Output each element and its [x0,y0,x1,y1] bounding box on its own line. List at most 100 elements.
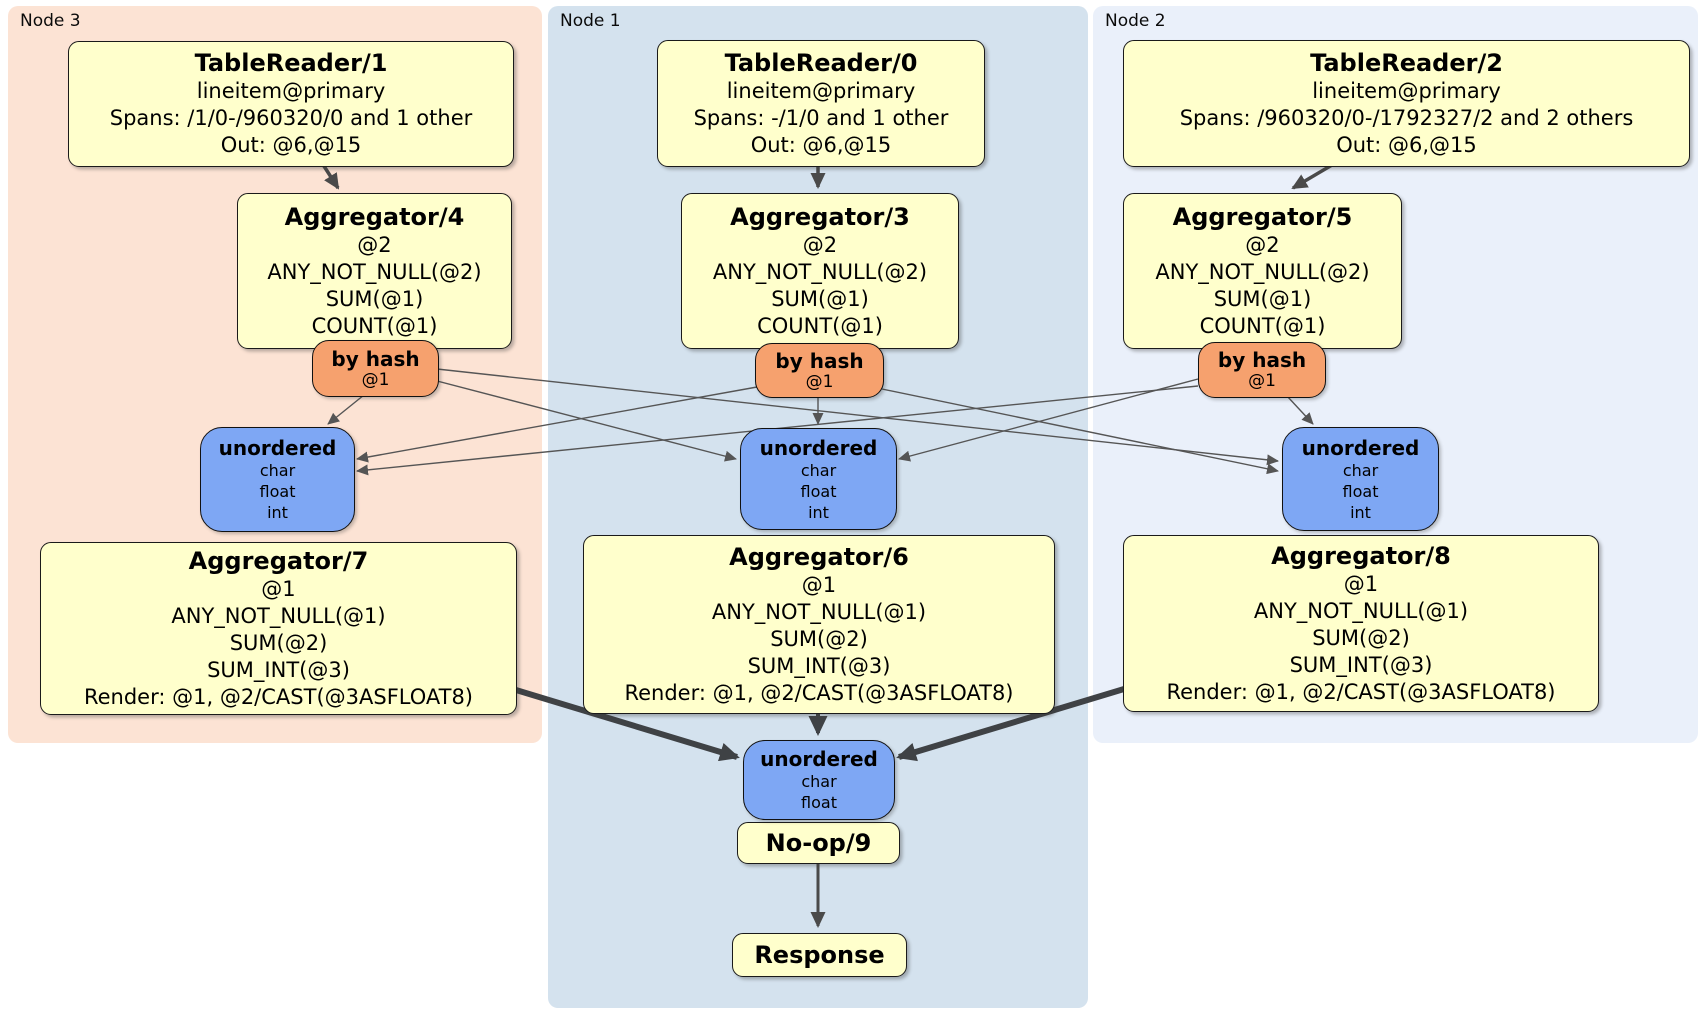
edge-byhash1-unordered2 [881,388,1279,475]
edge-byhash3-unordered3 [327,394,365,425]
detail-line: @1 [261,576,296,601]
detail-line: @1 [801,572,837,597]
router-title: by hash [775,348,864,373]
detail-line: lineitem@primary [726,78,916,103]
detail-line: SUM_INT(@3) [207,657,350,682]
processor-title: TableReader/1 [194,49,388,77]
detail-line: int [1350,502,1371,522]
detail-line: SUM(@2) [1312,625,1410,650]
detail-line: char [801,772,837,791]
processor-title: Aggregator/5 [1172,202,1353,231]
detail-line: char [1342,460,1379,480]
detail-line: @2 [357,232,392,257]
detail-line: Spans: -/1/0 and 1 other [693,105,949,130]
sync-title: unordered [759,435,878,460]
detail-line: float [1342,481,1379,501]
sync-title: unordered [760,747,878,771]
unordered-sync-final: unordered char float [743,740,895,820]
detail-line: COUNT(@1) [311,313,438,338]
detail-line: @1 [805,371,834,392]
router-key: @1 [805,371,834,392]
byhash-router-node2: by hash @1 [1198,342,1326,398]
processor-title: Aggregator/7 [188,546,369,575]
router-title: by hash [331,346,420,371]
detail-line: Render: @1, @2/CAST(@3ASFLOAT8) [624,680,1014,705]
detail-line: float [800,481,837,501]
router-key: @1 [1248,372,1276,391]
sync-title: unordered [1301,435,1420,460]
node2-region-label: Node 2 [1105,11,1166,31]
detail-line: lineitem@primary [1312,78,1501,103]
response-box: Response [732,933,907,977]
detail-line: SUM(@1) [771,286,869,311]
edge-byhash3-unordered2 [436,368,1279,466]
router-title: by hash [1217,348,1307,372]
detail-line: ANY_NOT_NULL(@2) [712,259,928,284]
detail-line: Render: @1, @2/CAST(@3ASFLOAT8) [1166,679,1556,704]
processor-title: No-op/9 [765,829,872,857]
detail-line: Out: @6,@15 [1336,132,1477,157]
detail-line: SUM(@2) [229,630,328,655]
processor-title: Aggregator/6 [729,542,909,571]
detail-line: Spans: /960320/0-/1792327/2 and 2 others [1179,105,1634,130]
processor-title: Response [754,941,885,969]
detail-line: @1 [1343,571,1379,596]
detail-line: COUNT(@1) [757,313,883,338]
detail-line: @2 [1245,232,1280,257]
detail-line: @2 [802,232,838,257]
processor-title: TableReader/2 [1310,48,1503,77]
edge-tablereader1-aggregator4 [320,162,340,190]
edge-tablereader2-aggregator5 [1291,163,1333,190]
processor-title: Aggregator/4 [284,202,465,231]
edge-byhash2-unordered2 [1286,395,1314,425]
router-key: @1 [362,370,390,390]
edge-byhash2-unordered1 [898,378,1199,462]
byhash-router-node1: by hash @1 [755,343,884,398]
detail-line: char [800,460,837,480]
detail-line: int [808,502,829,522]
detail-line: int [267,503,288,522]
detail-line: Out: @6,@15 [750,132,892,157]
detail-line: Spans: /1/0-/960320/0 and 1 other [109,106,473,130]
detail-line: ANY_NOT_NULL(@1) [171,603,386,628]
node1-region-label: Node 1 [560,11,621,31]
edge-byhash3-unordered1 [436,380,737,462]
detail-line: ANY_NOT_NULL(@2) [267,259,482,284]
processor-title: Aggregator/8 [1271,541,1451,570]
edge-aggregator8-final-unordered [896,686,1125,762]
detail-line: Render: @1, @2/CAST(@3ASFLOAT8) [83,684,474,709]
noop-9-box: No-op/9 [737,822,900,864]
detail-line: SUM(@2) [770,626,868,651]
detail-line: lineitem@primary [196,79,386,103]
detail-line: SUM_INT(@3) [1289,652,1433,677]
detail-line: SUM(@1) [1213,286,1312,311]
detail-line: float [801,793,837,812]
processor-title: TableReader/0 [724,48,918,77]
detail-line: ANY_NOT_NULL(@1) [1253,598,1469,623]
sync-types: char float [801,771,837,813]
sync-title: unordered [218,436,337,460]
edge-aggregator7-final-unordered [515,687,740,762]
byhash-router-node3: by hash @1 [312,340,439,397]
detail-line: @1 [1248,371,1276,391]
